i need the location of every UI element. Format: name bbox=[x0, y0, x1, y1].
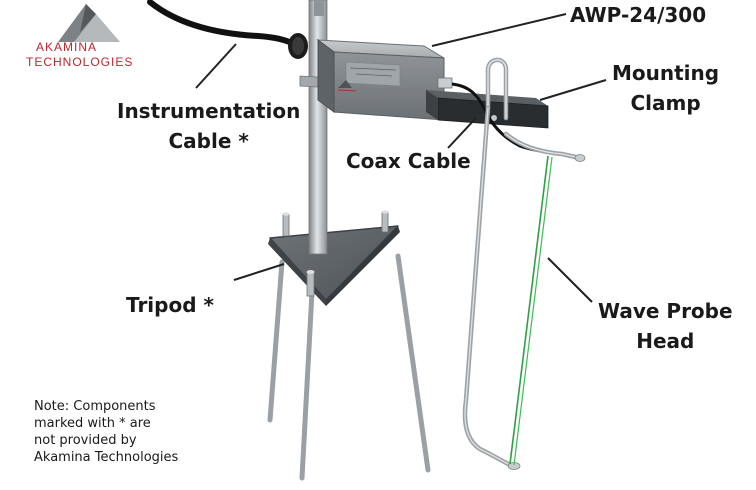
leader-mounting-clamp bbox=[539, 79, 607, 101]
leader-tripod bbox=[233, 263, 285, 281]
label-coax-cable: Coax Cable bbox=[346, 149, 471, 173]
awp-box bbox=[316, 39, 453, 121]
logo-line2: TECHNOLOGIES bbox=[26, 55, 134, 69]
tripod-legs bbox=[267, 253, 431, 481]
leader-awp bbox=[431, 13, 567, 47]
logo-mountain-icon bbox=[58, 4, 120, 42]
label-tripod: Tripod * bbox=[126, 293, 214, 317]
leader-instrumentation-cable bbox=[195, 43, 237, 89]
tripod-plate bbox=[268, 210, 400, 306]
logo-line1: AKAMINA bbox=[36, 40, 98, 54]
label-mounting-clamp: Mounting Clamp bbox=[612, 58, 719, 118]
note-line3: not provided by bbox=[34, 433, 137, 448]
label-instrumentation-cable-line2: Cable * bbox=[168, 129, 249, 153]
note-line1: Note: Components bbox=[34, 399, 156, 414]
leader-lines bbox=[195, 13, 607, 303]
label-instrumentation-cable: Instrumentation Cable * bbox=[117, 96, 300, 156]
label-mounting-clamp-line1: Mounting bbox=[612, 61, 720, 85]
support-pole bbox=[308, 0, 328, 255]
label-mounting-clamp-line2: Clamp bbox=[630, 91, 701, 115]
disclaimer-note: Note: Components marked with * are not p… bbox=[34, 398, 178, 466]
label-wave-probe-line2: Head bbox=[636, 329, 695, 353]
cable-gland-knob bbox=[288, 33, 308, 59]
instrumentation-cable bbox=[147, 0, 297, 47]
label-wave-probe-head: Wave Probe Head bbox=[598, 296, 733, 356]
leader-wave-probe bbox=[547, 257, 593, 303]
leader-coax-cable bbox=[447, 117, 477, 149]
note-line2: marked with * are bbox=[34, 416, 151, 431]
note-line4: Akamina Technologies bbox=[34, 450, 179, 465]
label-instrumentation-cable-line1: Instrumentation bbox=[117, 99, 301, 123]
label-wave-probe-line1: Wave Probe bbox=[598, 299, 733, 323]
label-awp: AWP-24/300 bbox=[570, 3, 707, 27]
wave-probe-head bbox=[462, 57, 586, 470]
